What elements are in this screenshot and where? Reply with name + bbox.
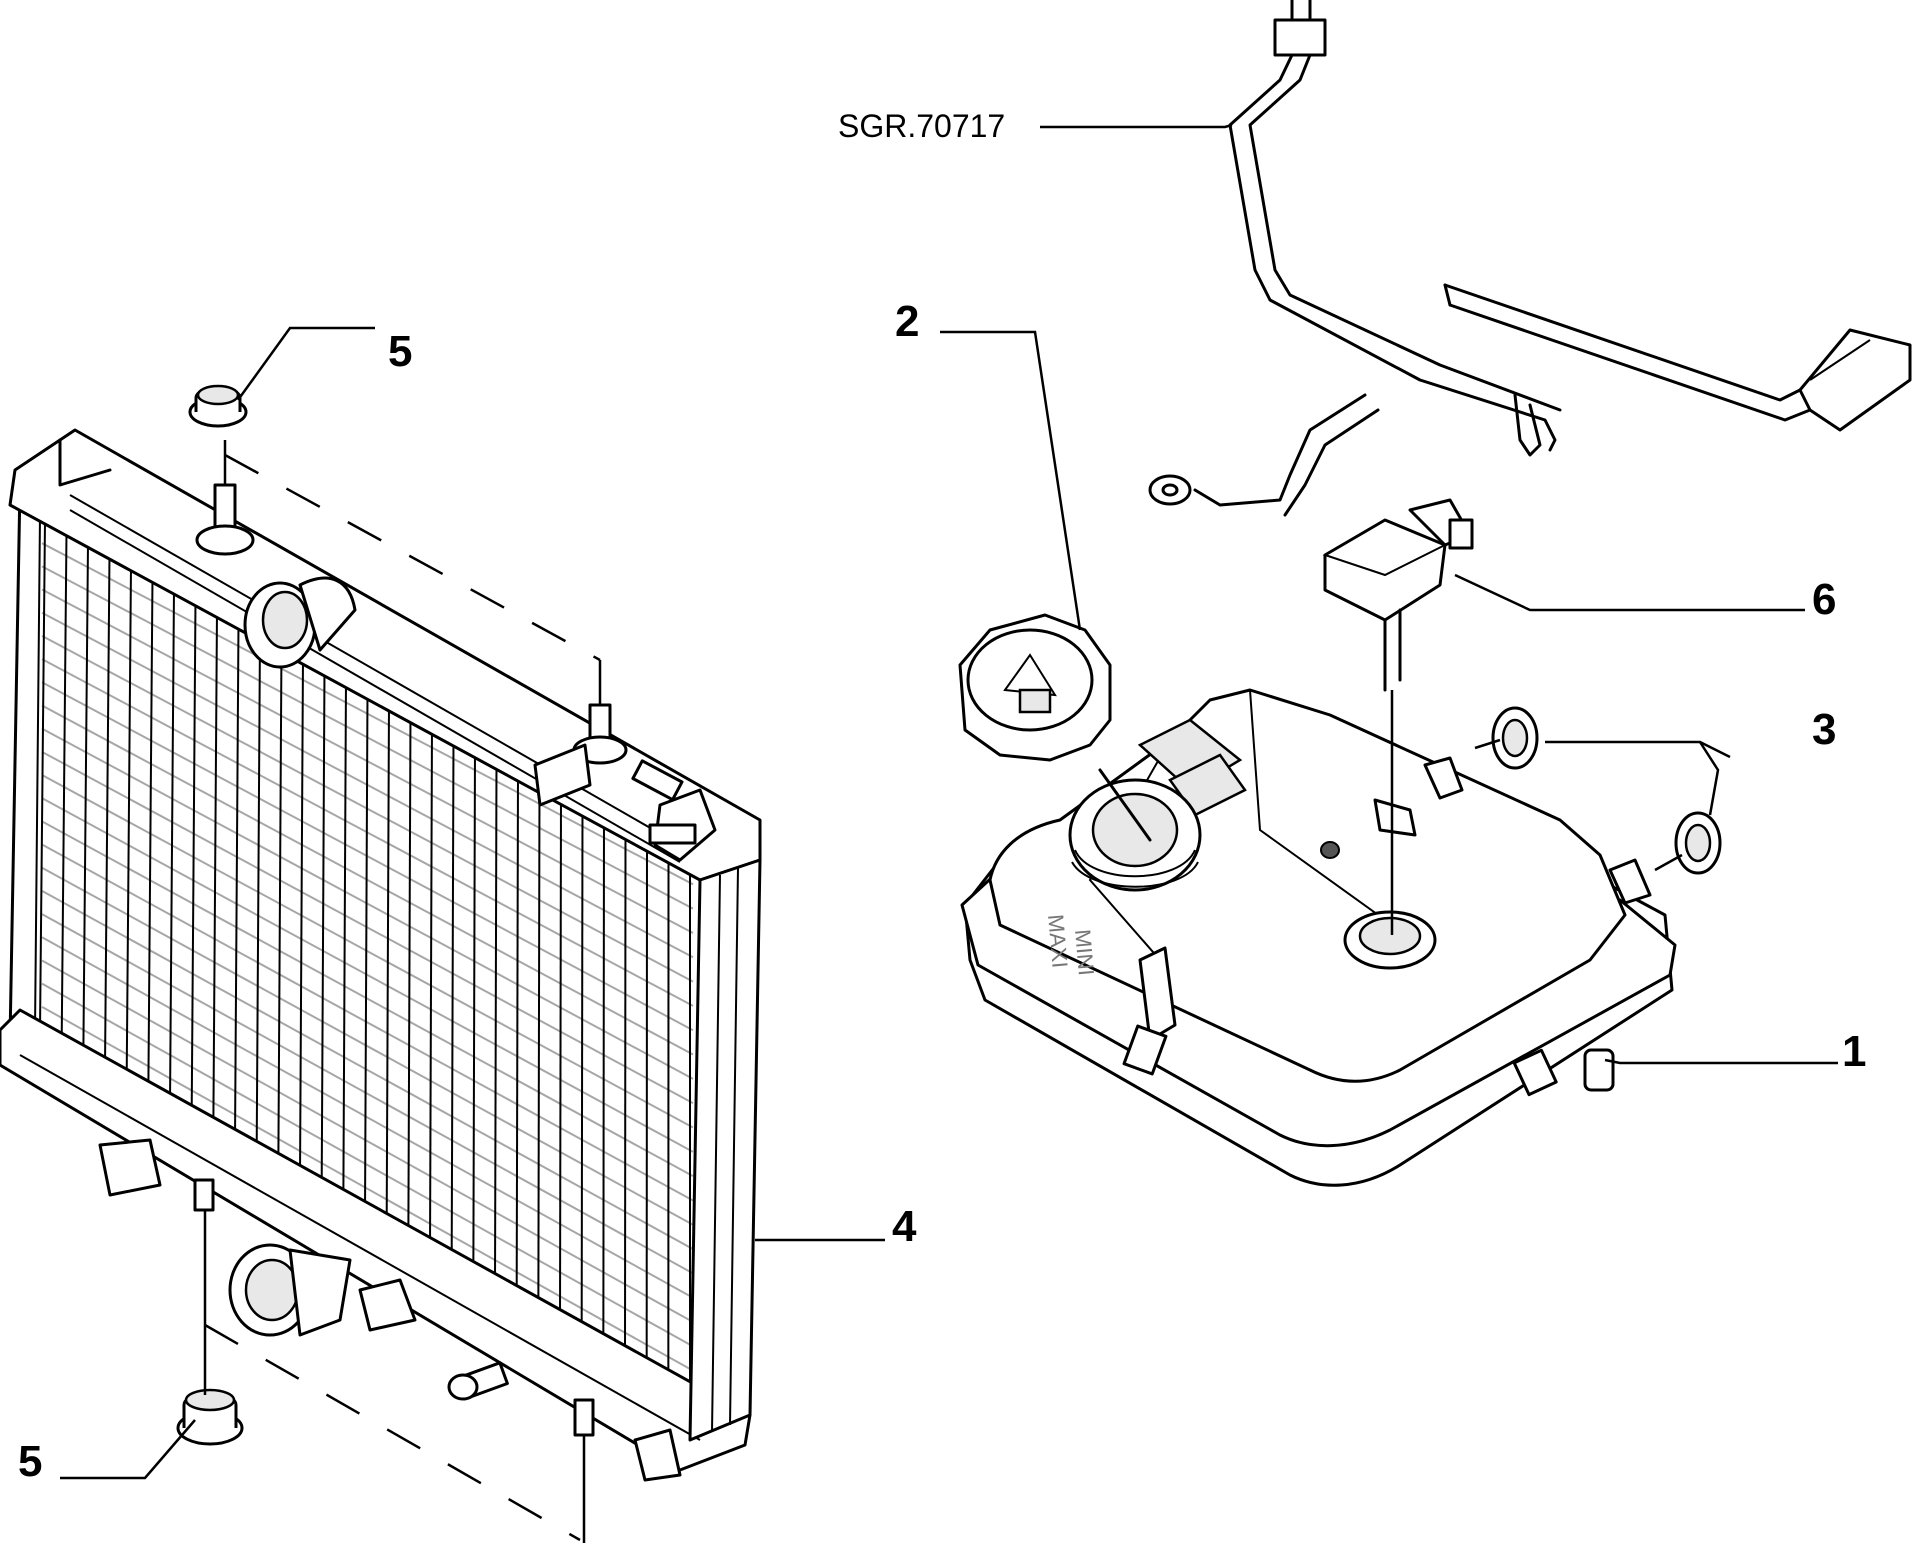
callout-3: 3 <box>1812 708 1836 752</box>
callout-2: 2 <box>895 300 919 344</box>
clip-upper <box>1475 708 1537 768</box>
clip-lower <box>1655 813 1720 873</box>
callout-1: 1 <box>1842 1030 1866 1074</box>
wiring-harness <box>1150 0 1910 515</box>
callout-4: 4 <box>892 1205 916 1249</box>
reference-code-label: SGR.70717 <box>838 110 1005 142</box>
radiator-fin <box>625 826 626 1359</box>
callout-5-top: 5 <box>388 330 412 374</box>
callout-5-bottom: 5 <box>18 1440 42 1484</box>
callout-6: 6 <box>1812 578 1836 622</box>
tank-maxi-mark: MAXI <box>1043 913 1073 969</box>
radiator-fin <box>582 803 583 1334</box>
rubber-mount-bottom <box>178 1390 242 1444</box>
rubber-mount-top <box>190 386 246 426</box>
tank-mini-mark: MINI <box>1070 928 1099 976</box>
radiator <box>0 430 760 1480</box>
radiator-fin <box>603 815 604 1347</box>
